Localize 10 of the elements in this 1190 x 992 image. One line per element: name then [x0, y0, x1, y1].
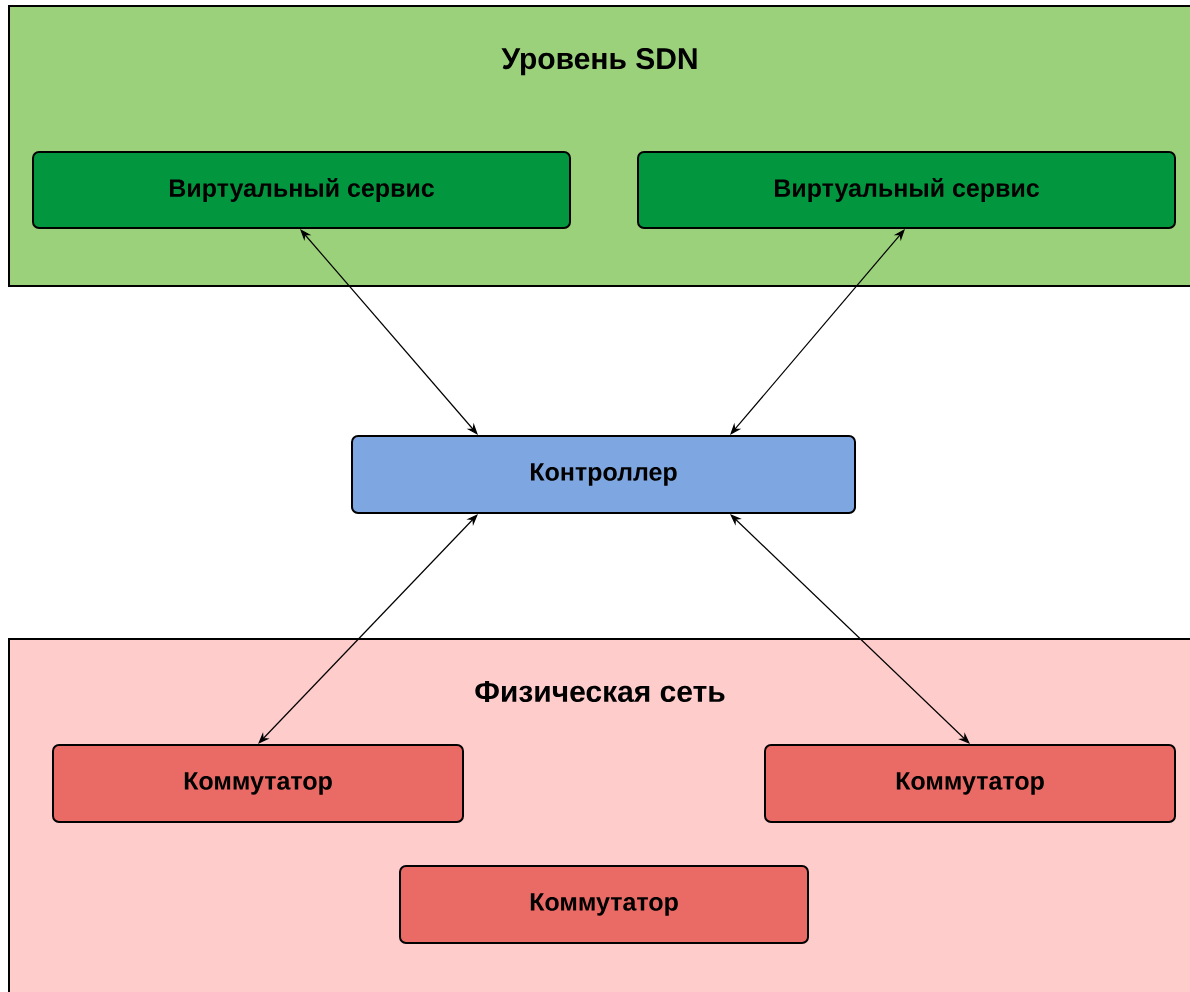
process-box: Коммутатор	[52, 744, 464, 823]
process-box: Коммутатор	[764, 744, 1176, 823]
arrow	[300, 229, 478, 435]
process-box: Виртуальный сервис	[637, 151, 1176, 229]
process-box: Коммутатор	[399, 865, 809, 944]
arrow	[258, 514, 478, 744]
arrow	[730, 229, 905, 435]
process-box: Контроллер	[351, 435, 856, 514]
arrow	[730, 514, 970, 744]
process-box: Виртуальный сервис	[32, 151, 571, 229]
